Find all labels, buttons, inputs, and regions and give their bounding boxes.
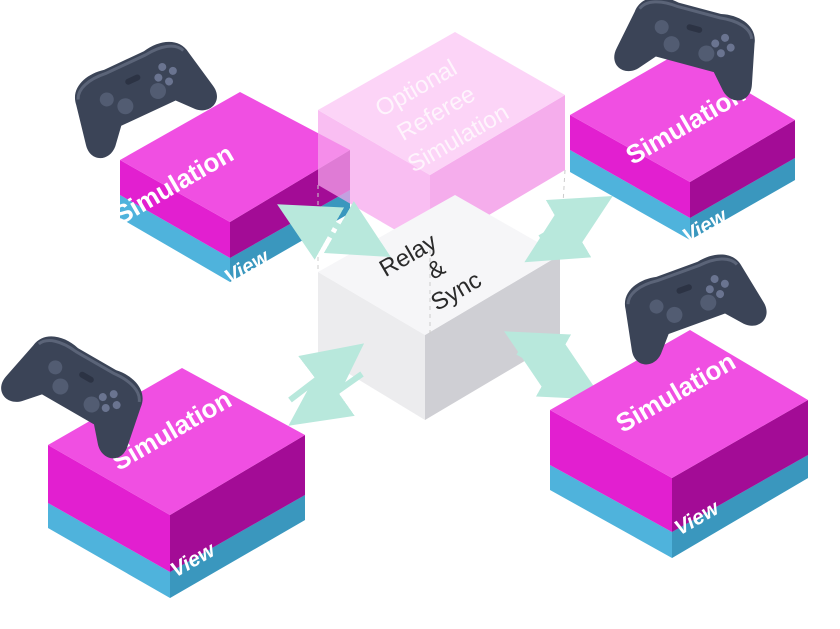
client-top-left: Simulation View [57, 28, 350, 289]
client-bottom-left: Simulation View [0, 321, 305, 598]
arrows [277, 196, 613, 426]
arrow-icon [288, 366, 364, 426]
client-bottom-right: Simulation View [550, 242, 808, 558]
arrow-icon [524, 205, 594, 263]
arrow-icon [316, 201, 391, 257]
arrow-icon [538, 196, 613, 252]
referee-box: Optional Referee Simulation [318, 32, 565, 250]
arrow-icon [504, 331, 584, 387]
client-top-right: Simulation View [570, 0, 795, 248]
